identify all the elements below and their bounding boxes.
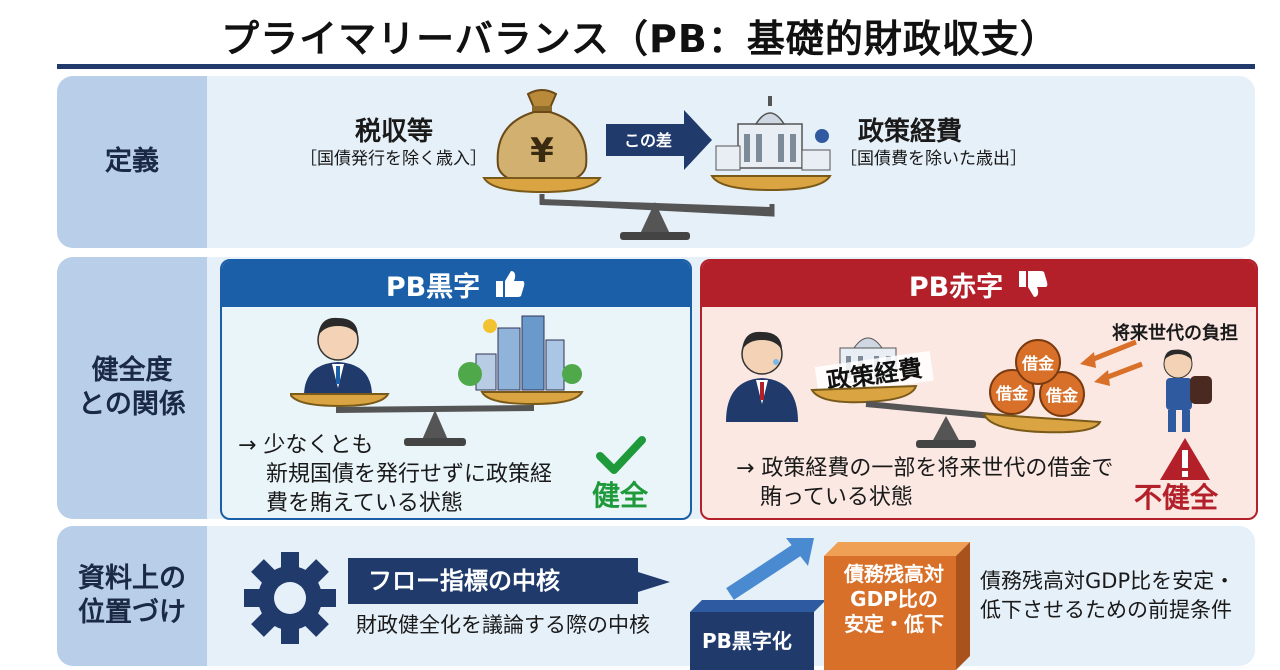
surplus-text-line2: 新規国債を発行せずに政策経 — [266, 462, 553, 487]
pb-deficit-header: PB赤字 — [702, 261, 1256, 307]
debt-bag-label: 借金 — [1045, 386, 1079, 405]
deficit-verdict: 不健全 — [1134, 481, 1219, 514]
pb-surplus-title: PB黒字 — [385, 271, 481, 303]
surplus-text-line1: → 少なくとも — [238, 433, 374, 458]
future-burden-label: 将来世代の負担 — [1112, 323, 1238, 344]
pb-surplus-header: PB黒字 — [222, 261, 690, 307]
step-debt-ratio: 債務残高対 GDP比の 安定・低下 — [830, 562, 958, 637]
government-building-icon — [715, 96, 831, 171]
surplus-verdict: 健全 — [592, 479, 649, 512]
expense-subtitle: ［国債費を除いた歳出］ — [840, 149, 1027, 169]
position-label: 資料上の 位置づけ — [57, 526, 207, 666]
step-debt-ratio-line2: GDP比の — [850, 587, 938, 611]
revenue-subtitle: ［国債発行を除く歳入］ — [300, 149, 487, 169]
child-with-backpack-icon — [1163, 349, 1212, 432]
difference-arrow-label: この差 — [624, 131, 672, 150]
deficit-text-line2: 賄っている状態 — [760, 485, 913, 510]
pb-surplus-panel: PB黒字 — [220, 259, 692, 520]
warning-icon — [1160, 438, 1210, 480]
expense-title: 政策経費 — [858, 117, 963, 147]
businessman-icon — [304, 317, 372, 396]
title-underline — [57, 64, 1255, 69]
step-debt-ratio-line1: 債務残高対 — [844, 562, 944, 586]
flow-indicator-arrow — [348, 558, 670, 604]
page-title: プライマリーバランス（PB：基礎的財政収支） — [221, 17, 1059, 61]
worried-man-icon — [726, 331, 798, 422]
health-label: 健全度 との関係 — [57, 257, 207, 519]
debt-bag-label: 借金 — [995, 384, 1029, 403]
difference-arrow: この差 — [606, 110, 712, 170]
thumbs-down-icon — [1019, 271, 1048, 297]
balance-scale-illustration: ¥ この差 — [482, 89, 832, 240]
flow-label: フロー指標の中核 — [368, 567, 560, 595]
prerequisite-line2: 低下させるための前提条件 — [980, 598, 1232, 622]
deficit-scale-illustration: 政策経費 借金 借金 借金 — [726, 331, 1212, 448]
flow-subtitle: 財政健全化を議論する際の中核 — [356, 613, 650, 637]
burden-arrows — [1080, 339, 1143, 386]
debt-bags-icon: 借金 借金 借金 — [989, 339, 1085, 417]
money-bag-icon: ¥ — [496, 89, 588, 186]
gear-icon — [244, 552, 336, 644]
step-pb-surplus: PB黒字化 — [702, 629, 792, 653]
thumbs-up-icon — [496, 271, 525, 297]
deficit-text-line1: → 政策経費の一部を将来世代の借金で — [736, 456, 1114, 481]
pb-deficit-title: PB赤字 — [908, 271, 1004, 303]
city-buildings-icon — [458, 315, 582, 391]
checkmark-icon — [596, 436, 646, 474]
yen-symbol: ¥ — [530, 131, 554, 171]
surplus-scale-illustration — [290, 315, 584, 446]
definition-label: 定義 — [57, 76, 207, 248]
progress-steps-illustration — [690, 538, 970, 670]
step-debt-ratio-line3: 安定・低下 — [844, 612, 944, 636]
surplus-text-line3: 費を賄えている状態 — [266, 491, 463, 516]
prerequisite-line1: 債務残高対GDP比を安定・ — [980, 569, 1236, 593]
revenue-title: 税収等 — [355, 117, 434, 147]
debt-bag-label: 借金 — [1021, 354, 1055, 373]
